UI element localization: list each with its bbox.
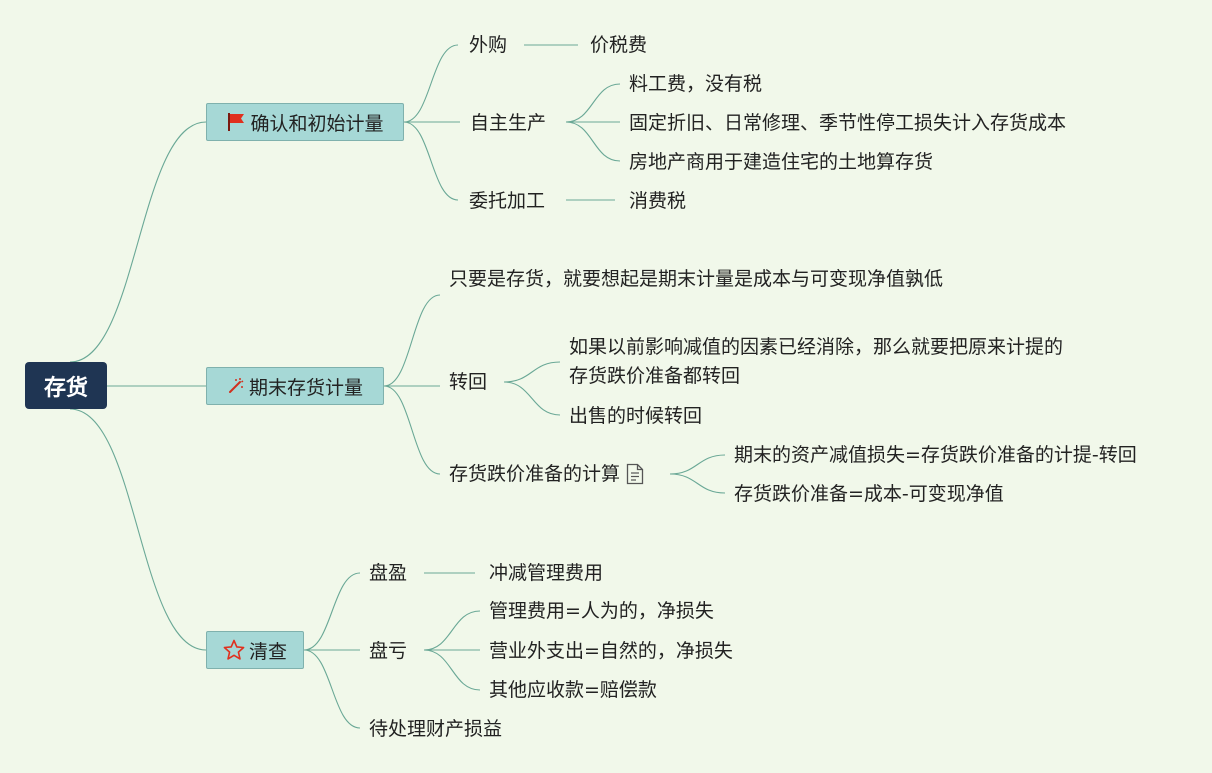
shortage-item[interactable]: 管理费用=人为的，净损失	[489, 597, 714, 626]
topic-inventory-check[interactable]: 清查	[206, 631, 304, 669]
topic-initial-measurement[interactable]: 确认和初始计量	[206, 103, 404, 141]
branch-connector	[383, 385, 441, 475]
leaf-connector	[423, 610, 481, 651]
shortage-item[interactable]: 其他应收款=赔偿款	[489, 676, 657, 705]
calc-item-label: 存货跌价准备=成本-可变现净值	[734, 483, 1004, 505]
reversal-item-label: 如果以前影响减值的因素已经消除，那么就要把原来计提的存货跌价准备都转回	[569, 336, 1064, 388]
note-surplus[interactable]: 冲减管理费用	[489, 559, 603, 588]
self-made-item-label: 料工费，没有税	[629, 73, 763, 95]
subtopic-impairment-calc[interactable]: 存货跌价准备的计算	[449, 460, 644, 489]
leaf-connector	[669, 473, 726, 494]
self-made-item[interactable]: 固定折旧、日常修理、季节性停工损失计入存货成本	[629, 109, 1066, 138]
self-made-item[interactable]: 房地产商用于建造住宅的土地算存货	[629, 148, 933, 177]
note-consigned-label: 消费税	[629, 190, 687, 212]
root-connector	[69, 121, 207, 363]
note-consigned[interactable]: 消费税	[629, 187, 686, 216]
subtopic-impairment-calc-label: 存货跌价准备的计算	[449, 463, 621, 485]
subtopic-surplus[interactable]: 盘盈	[369, 559, 407, 588]
self-made-item[interactable]: 料工费，没有税	[629, 70, 762, 99]
magic-wand-icon	[227, 377, 245, 395]
subtopic-shortage-label: 盘亏	[369, 640, 408, 662]
calc-item[interactable]: 存货跌价准备=成本-可变现净值	[734, 480, 1004, 509]
leaf-connector	[503, 381, 561, 416]
shortage-item[interactable]: 营业外支出=自然的，净损失	[489, 637, 733, 666]
branch-connector	[403, 44, 459, 123]
root-topic-label: 存货	[43, 375, 88, 401]
leaf-connector	[669, 454, 726, 475]
subtopic-principle[interactable]: 只要是存货，就要想起是期末计量是成本与可变现净值孰低	[449, 265, 959, 294]
reversal-item[interactable]: 如果以前影响减值的因素已经消除，那么就要把原来计提的存货跌价准备都转回	[569, 333, 1074, 392]
self-made-item-label: 固定折旧、日常修理、季节性停工损失计入存货成本	[629, 112, 1067, 134]
note-purchase-label: 价税费	[590, 34, 648, 56]
leaf-connector	[503, 361, 561, 383]
subtopic-reversal[interactable]: 转回	[449, 368, 487, 397]
subtopic-pending-loss[interactable]: 待处理财产损益	[369, 715, 502, 744]
note-document-icon[interactable]	[626, 463, 644, 485]
leaf-connector	[423, 649, 481, 691]
root-connector	[69, 408, 207, 651]
subtopic-surplus-label: 盘盈	[369, 562, 408, 584]
subtopic-pending-loss-label: 待处理财产损益	[369, 718, 503, 740]
leaf-connector	[565, 121, 621, 162]
subtopic-shortage[interactable]: 盘亏	[369, 637, 407, 666]
topic-period-end-measurement[interactable]: 期末存货计量	[206, 367, 384, 405]
red-flag-icon	[226, 112, 246, 132]
subtopic-purchase-label: 外购	[469, 34, 508, 56]
subtopic-reversal-label: 转回	[449, 371, 488, 393]
self-made-item-label: 房地产商用于建造住宅的土地算存货	[629, 151, 934, 173]
shortage-item-label: 营业外支出=自然的，净损失	[489, 640, 733, 662]
shortage-item-label: 管理费用=人为的，净损失	[489, 600, 714, 622]
branch-connector	[383, 294, 441, 387]
branch-connector	[403, 121, 459, 201]
note-surplus-label: 冲减管理费用	[489, 562, 604, 584]
subtopic-consigned-label: 委托加工	[469, 190, 546, 212]
reversal-item-label: 出售的时候转回	[569, 405, 703, 427]
reversal-item[interactable]: 出售的时候转回	[569, 402, 702, 431]
subtopic-principle-label: 只要是存货，就要想起是期末计量是成本与可变现净值孰低	[449, 268, 944, 290]
subtopic-self-made-label: 自主生产	[470, 112, 547, 134]
shortage-item-label: 其他应收款=赔偿款	[489, 679, 657, 701]
calc-item[interactable]: 期末的资产减值损失=存货跌价准备的计提-转回	[734, 441, 1137, 470]
subtopic-purchase[interactable]: 外购	[469, 31, 507, 60]
branch-connector	[303, 649, 361, 729]
topic-period-end-measurement-label: 期末存货计量	[248, 376, 363, 399]
note-purchase[interactable]: 价税费	[590, 31, 647, 60]
leaf-connector	[565, 83, 621, 123]
subtopic-self-made[interactable]: 自主生产	[470, 109, 546, 138]
topic-initial-measurement-label: 确认和初始计量	[250, 112, 384, 135]
topic-inventory-check-label: 清查	[248, 640, 287, 663]
branch-connector	[303, 572, 361, 651]
red-star-icon	[223, 639, 245, 661]
subtopic-consigned[interactable]: 委托加工	[469, 187, 545, 216]
calc-item-label: 期末的资产减值损失=存货跌价准备的计提-转回	[734, 444, 1137, 466]
root-topic[interactable]: 存货	[25, 362, 107, 409]
